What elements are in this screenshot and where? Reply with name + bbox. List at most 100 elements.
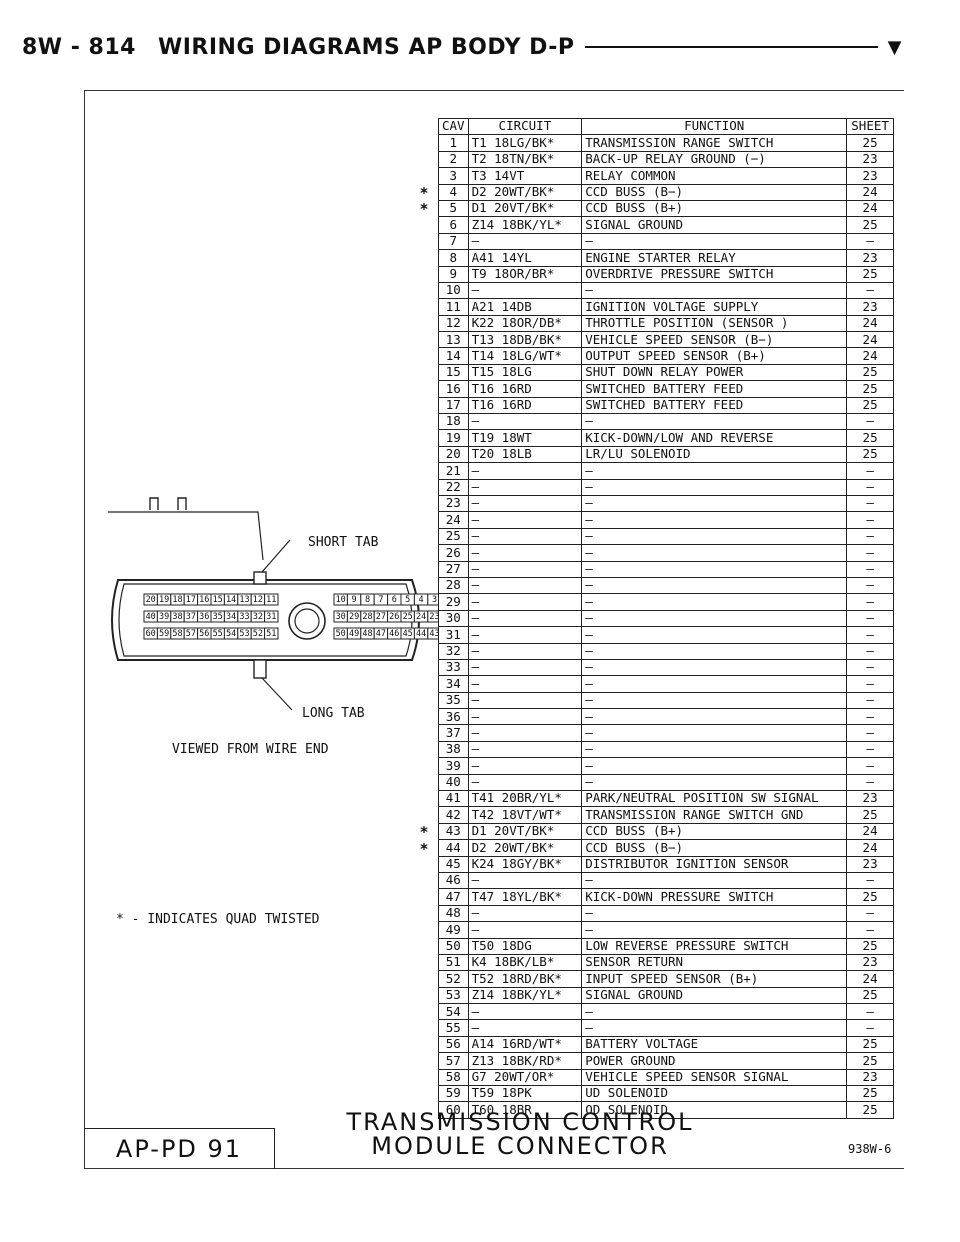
sheet-cell-text: 23 (862, 954, 878, 970)
sheet-cell-text: — (866, 560, 874, 576)
cav-cell: 51 (438, 953, 469, 972)
circuit-cell-text: — (471, 872, 480, 888)
cav-cell: 54 (438, 1003, 469, 1021)
page-header: 8W - 814 WIRING DIAGRAMS AP BODY D-P ▼ (22, 30, 902, 64)
sheet-cell-text: — (866, 544, 874, 560)
pin-number: 16 (199, 595, 209, 605)
cav-cell-text: 30 (445, 610, 461, 626)
sheet-cell: — (846, 642, 894, 660)
cav-cell-text: 37 (445, 724, 461, 740)
circuit-cell: — (467, 675, 583, 693)
function-cell: INPUT SPEED SENSOR (B+) (581, 970, 848, 988)
function-cell-text: — (585, 1019, 593, 1035)
circuit-cell-text: — (471, 692, 480, 708)
section-title: WIRING DIAGRAMS AP BODY D-P (157, 34, 575, 60)
circuit-cell-text: Z14 18BK/YL* (471, 216, 562, 232)
sheet-cell: — (846, 560, 894, 578)
table-row: 34——— (438, 675, 894, 693)
sheet-cell: 25 (846, 888, 894, 906)
cav-cell: 21 (438, 462, 469, 480)
pin-number: 52 (253, 629, 263, 639)
pin-number: 39 (159, 612, 169, 622)
sheet-cell-text: 24 (862, 200, 878, 216)
sheet-cell-text: — (866, 921, 874, 937)
table-row: 29——— (438, 593, 894, 611)
function-cell-text: — (585, 495, 593, 511)
sheet-cell-text: 25 (862, 134, 878, 150)
function-cell: — (581, 904, 848, 923)
sheet-cell: — (846, 232, 894, 251)
cav-cell: 5* (419, 199, 469, 218)
pin-number: 27 (376, 612, 386, 622)
cav-cell: 56 (438, 1035, 469, 1054)
cav-cell-text: 36 (445, 708, 461, 724)
circuit-cell-text: — (471, 905, 480, 921)
sheet-cell: 25 (846, 216, 894, 234)
function-cell: — (581, 576, 848, 595)
sheet-cell-text: — (866, 692, 874, 708)
cav-cell: 36 (438, 708, 469, 726)
sheet-cell: 25 (846, 363, 894, 382)
pin-number: 59 (159, 629, 169, 639)
function-cell-text: THROTTLE POSITION (SENSOR ) (585, 315, 789, 331)
function-cell: — (581, 478, 848, 496)
circuit-cell: K4 18BK/LB* (467, 953, 583, 972)
circuit-cell: Z13 18BK/RD* (467, 1052, 583, 1070)
function-cell: — (581, 1003, 848, 1021)
circuit-cell: T2 18TN/BK* (467, 150, 583, 169)
sheet-cell: — (846, 281, 894, 300)
function-cell-text: TRANSMISSION RANGE SWITCH GND (585, 806, 804, 822)
cav-cell: 18 (438, 413, 469, 431)
function-cell: — (581, 544, 848, 562)
function-cell-text: SIGNAL GROUND (585, 987, 684, 1003)
sheet-cell-text: — (866, 659, 874, 675)
pin-number: 6 (392, 595, 397, 605)
function-cell-text: — (585, 675, 593, 691)
function-cell-text: OVERDRIVE PRESSURE SWITCH (585, 265, 774, 281)
cav-cell: 27 (438, 560, 469, 578)
sheet-cell: 23 (846, 953, 894, 972)
cav-cell-text: 56 (445, 1036, 461, 1052)
cav-cell-text: 52 (445, 970, 461, 986)
cav-cell: 22 (438, 478, 469, 496)
pin-number: 13 (239, 595, 249, 605)
pin-number: 55 (213, 629, 223, 639)
cav-cell-text: 39 (445, 757, 461, 773)
sheet-cell-text: 25 (862, 937, 878, 953)
function-cell: BATTERY VOLTAGE (581, 1035, 848, 1054)
circuit-cell: — (467, 560, 583, 578)
pin-number: 11 (266, 595, 276, 605)
cav-cell-text: 6 (449, 216, 458, 232)
table-row: 40——— (438, 773, 894, 792)
cav-cell-text: 15 (445, 364, 461, 380)
pin-number: 19 (159, 595, 169, 605)
cav-cell-text: 25 (445, 528, 461, 544)
cav-cell-text: 46 (445, 872, 461, 888)
circuit-cell: — (467, 576, 583, 595)
cav-cell: 57 (438, 1052, 469, 1070)
cav-cell: 19 (438, 429, 469, 447)
cav-cell: 47 (438, 888, 469, 906)
circuit-cell-text: — (471, 282, 480, 298)
sheet-cell: 23 (846, 167, 894, 185)
circuit-cell: A14 16RD/WT* (467, 1035, 583, 1054)
table-row: 43*D1 20VT/BK*CCD BUSS (B+)24 (419, 822, 894, 841)
function-cell: LR/LU SOLENOID (581, 445, 848, 464)
circuit-cell: T59 18PK (467, 1085, 583, 1103)
table-row: 21——— (438, 462, 894, 480)
sheet-cell: — (846, 576, 894, 595)
cav-cell: 59 (438, 1085, 469, 1103)
function-cell: KICK-DOWN PRESSURE SWITCH (581, 888, 848, 906)
circuit-cell-text: D2 20WT/BK* (471, 839, 555, 855)
function-cell-text: — (585, 1003, 593, 1019)
pin-number: 34 (226, 612, 236, 622)
circuit-cell-text: T3 14VT (471, 167, 525, 183)
function-cell-text: — (585, 560, 593, 576)
table-row: 10——— (438, 281, 894, 300)
cav-cell-text: 34 (445, 675, 461, 691)
cav-cell-text: 11 (445, 298, 461, 314)
sheet-cell-text: 25 (862, 446, 878, 462)
